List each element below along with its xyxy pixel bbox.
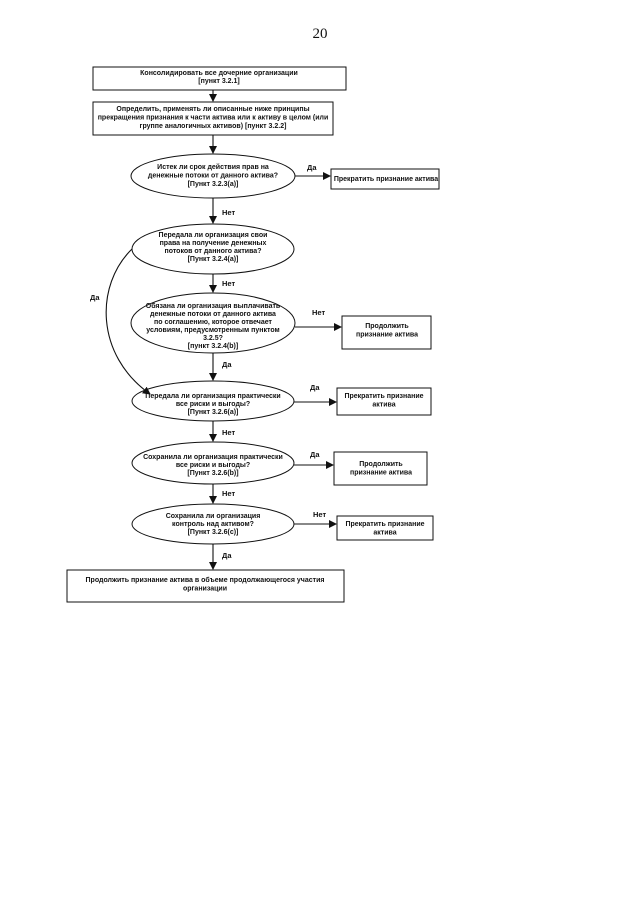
stop-recognition-box-2 bbox=[336, 387, 432, 416]
node-text-line: 3.2.5? bbox=[203, 335, 223, 342]
node-text-line: все риски и выгоды? bbox=[176, 462, 250, 469]
node-text-line: [Пункт 3.2.3(a)] bbox=[188, 181, 239, 188]
node-text-line: [Пункт 3.2.6(a)] bbox=[188, 409, 239, 416]
node-text-line: организации bbox=[183, 586, 227, 593]
node-text-line: Передала ли организация свои bbox=[159, 232, 268, 239]
node-text-line: потоков от данного актива? bbox=[165, 248, 262, 255]
label-d1-no: Нет bbox=[222, 208, 235, 217]
node-text-line: [Пункт 3.2.6(b)] bbox=[187, 470, 238, 477]
node-text-line: по соглашению, которое отвечает bbox=[154, 319, 273, 326]
node-text-line: Передала ли организация практически bbox=[145, 393, 280, 400]
connectors bbox=[105, 90, 342, 570]
node-text-line: Прекратить признание bbox=[344, 393, 423, 400]
node-text-line: денежные потоки от данного актива bbox=[150, 311, 276, 318]
stop2-text: Прекратить признание актива bbox=[344, 393, 423, 409]
node-text-line: признание актива bbox=[350, 470, 412, 477]
label-d6-yes: Да bbox=[222, 551, 232, 560]
final-continuing-involvement-box bbox=[66, 569, 345, 603]
label-d3-no: Нет bbox=[312, 308, 325, 317]
node-text-line: Определить, применять ли описанные ниже … bbox=[116, 106, 309, 113]
node-text-line: актива bbox=[373, 530, 396, 537]
node-text-line: [пункт 3.2.4(b)] bbox=[188, 343, 238, 350]
edge-d2-yes bbox=[105, 248, 151, 395]
node-text-line: Прекратить признание bbox=[345, 521, 424, 528]
node-text-line: Истек ли срок действия прав на bbox=[157, 163, 269, 171]
label-d3-yes: Да bbox=[222, 360, 232, 369]
node-text-line: признание актива bbox=[356, 332, 418, 339]
node-text-line: условиям, предусмотренным пунктом bbox=[146, 327, 279, 334]
node-text-line: Сохранила ли организация bbox=[166, 513, 261, 520]
stop-recognition-box-1 bbox=[330, 168, 440, 190]
stop-recognition-box-3 bbox=[336, 515, 434, 541]
label-d5-yes: Да bbox=[310, 450, 320, 459]
stop3-text: Прекратить признание актива bbox=[345, 521, 424, 537]
node-text-line: Продолжить bbox=[359, 461, 403, 468]
label-d6-no: Нет bbox=[313, 510, 326, 519]
stop1-text: Прекратить признание актива bbox=[334, 176, 438, 183]
continue-recognition-box-1 bbox=[341, 315, 432, 350]
node-text-line: [пункт 3.2.1] bbox=[198, 78, 239, 85]
node-text-line: денежные потоки от данного актива? bbox=[148, 173, 278, 180]
label-d2-yes: Да bbox=[90, 293, 100, 302]
determine-text: Определить, применять ли описанные ниже … bbox=[98, 106, 329, 130]
d1-text: Истек ли срок действия прав на денежные п… bbox=[148, 163, 278, 188]
node-text-line: Сохранила ли организация практически bbox=[143, 454, 283, 461]
node-text-line: прекращения признания к части актива или… bbox=[98, 115, 329, 122]
label-d2-no: Нет bbox=[222, 279, 235, 288]
label-d1-yes: Да bbox=[307, 163, 317, 172]
consolidate-text: Консолидировать все дочерние организации… bbox=[140, 70, 298, 85]
node-text-line: [Пункт 3.2.4(a)] bbox=[188, 256, 239, 263]
continue2-text: Продолжить признание актива bbox=[350, 461, 412, 477]
node-text-line: Обязана ли организация выплачивать bbox=[146, 302, 281, 310]
node-text-line: Консолидировать все дочерние организации bbox=[140, 70, 298, 77]
label-d4-no: Нет bbox=[222, 428, 235, 437]
label-d5-no: Нет bbox=[222, 489, 235, 498]
final-text: Продолжить признание актива в объеме про… bbox=[86, 576, 325, 593]
node-text-line: контроль над активом? bbox=[172, 521, 254, 528]
node-text-line: Продолжить bbox=[365, 323, 409, 330]
label-d4-yes: Да bbox=[310, 383, 320, 392]
node-text-line: [Пункт 3.2.6(c)] bbox=[188, 529, 239, 536]
node-text-line: права на получение денежных bbox=[160, 240, 267, 247]
node-text-line: актива bbox=[372, 402, 395, 409]
continue1-text: Продолжить признание актива bbox=[356, 323, 418, 339]
node-text-line: все риски и выгоды? bbox=[176, 401, 250, 408]
consolidate-box bbox=[92, 66, 347, 91]
node-text-line: Продолжить признание актива в объеме про… bbox=[86, 576, 325, 584]
node-text-line: группе аналогичных активов) [пункт 3.2.2… bbox=[140, 123, 287, 130]
node-text-line: Прекратить признание актива bbox=[334, 176, 438, 183]
page-number: 20 bbox=[312, 26, 328, 42]
continue-recognition-box-2 bbox=[333, 451, 428, 486]
